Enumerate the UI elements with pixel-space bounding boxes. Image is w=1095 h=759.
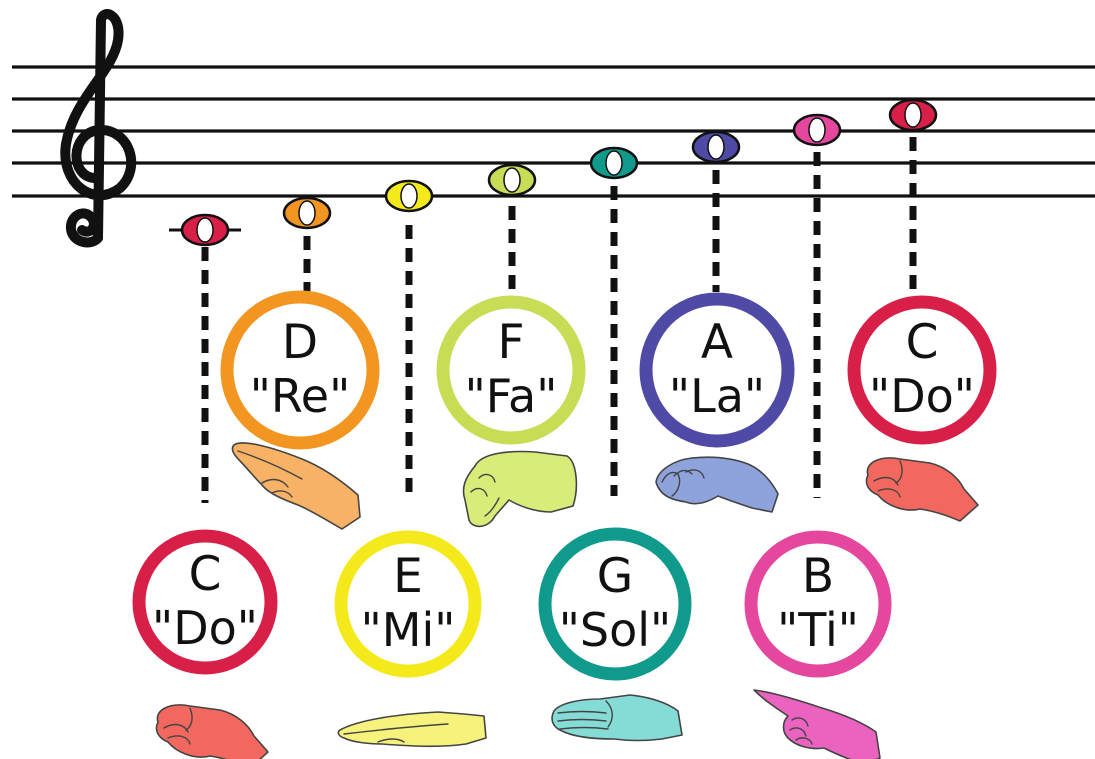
hand-sign-open-hand-facing-icon xyxy=(551,694,683,742)
solfege-syllable: "Do" xyxy=(869,369,975,423)
note-letter: G xyxy=(597,549,633,604)
note-head-hole xyxy=(298,200,316,226)
note-letter: F xyxy=(497,315,524,370)
staff-note-b xyxy=(792,113,842,147)
note-letter: C xyxy=(189,547,222,602)
staff-notes xyxy=(169,98,938,247)
hand-sign-flat-hand-horizontal-icon xyxy=(337,711,487,748)
hand-sign-pointing-up-icon xyxy=(753,689,881,759)
solfege-syllable: "Do" xyxy=(152,601,258,655)
note-badge: D"Re" xyxy=(220,290,380,450)
staff xyxy=(12,65,1095,198)
hand-sign-fist-icon xyxy=(155,704,269,759)
note-letter: E xyxy=(393,549,423,604)
staff-note-g xyxy=(589,146,639,180)
solfege-syllable: "Re" xyxy=(250,369,351,423)
solfege-syllable: "Fa" xyxy=(465,369,558,423)
staff-note-e xyxy=(384,179,434,213)
note-badge: E"Mi" xyxy=(334,530,482,678)
note-badge: C"Do" xyxy=(847,295,997,445)
note-head-hole xyxy=(503,167,521,193)
solfege-syllable: "Ti" xyxy=(777,603,859,657)
staff-note-c xyxy=(888,98,938,132)
staff-note-f xyxy=(487,163,537,197)
note-head-hole xyxy=(400,183,418,209)
hand-sign-drooping-hand-icon xyxy=(655,456,779,513)
badge-ring xyxy=(220,290,380,450)
solfege-syllable: "Sol" xyxy=(559,603,671,657)
note-badge: G"Sol" xyxy=(538,527,692,681)
treble-clef-icon xyxy=(60,9,137,248)
hand-signs xyxy=(155,442,979,759)
note-badges: C"Do"D"Re"E"Mi"F"Fa"G"Sol"A"La"B"Ti"C"Do… xyxy=(132,290,997,681)
badge-ring xyxy=(436,295,586,445)
note-head-hole xyxy=(605,150,623,176)
badge-ring xyxy=(132,529,278,675)
badge-ring xyxy=(639,292,795,448)
note-badge: A"La" xyxy=(639,292,795,448)
staff-note-d xyxy=(282,196,332,230)
hand-sign-fist-icon xyxy=(865,457,979,522)
note-badge: C"Do" xyxy=(132,529,278,675)
staff-note-a xyxy=(691,130,741,164)
note-head-hole xyxy=(707,134,725,160)
note-head-hole xyxy=(904,102,922,128)
hand-sign-angled-flat-hand-icon xyxy=(231,442,361,530)
note-head-hole xyxy=(196,217,214,243)
badge-ring xyxy=(744,530,892,678)
note-head-hole xyxy=(808,117,826,143)
badge-ring xyxy=(334,530,482,678)
note-badge: F"Fa" xyxy=(436,295,586,445)
badge-ring xyxy=(538,527,692,681)
dashed-connectors xyxy=(201,137,917,503)
note-letter: D xyxy=(282,315,318,370)
staff-note-c xyxy=(169,213,241,247)
note-letter: A xyxy=(701,315,733,370)
solfege-syllable: "Mi" xyxy=(361,603,456,657)
note-letter: B xyxy=(802,549,834,604)
hand-sign-thumb-down-icon xyxy=(462,450,578,528)
note-badge: B"Ti" xyxy=(744,530,892,678)
note-letter: C xyxy=(906,315,939,370)
badge-ring xyxy=(847,295,997,445)
solfege-syllable: "La" xyxy=(669,369,765,423)
